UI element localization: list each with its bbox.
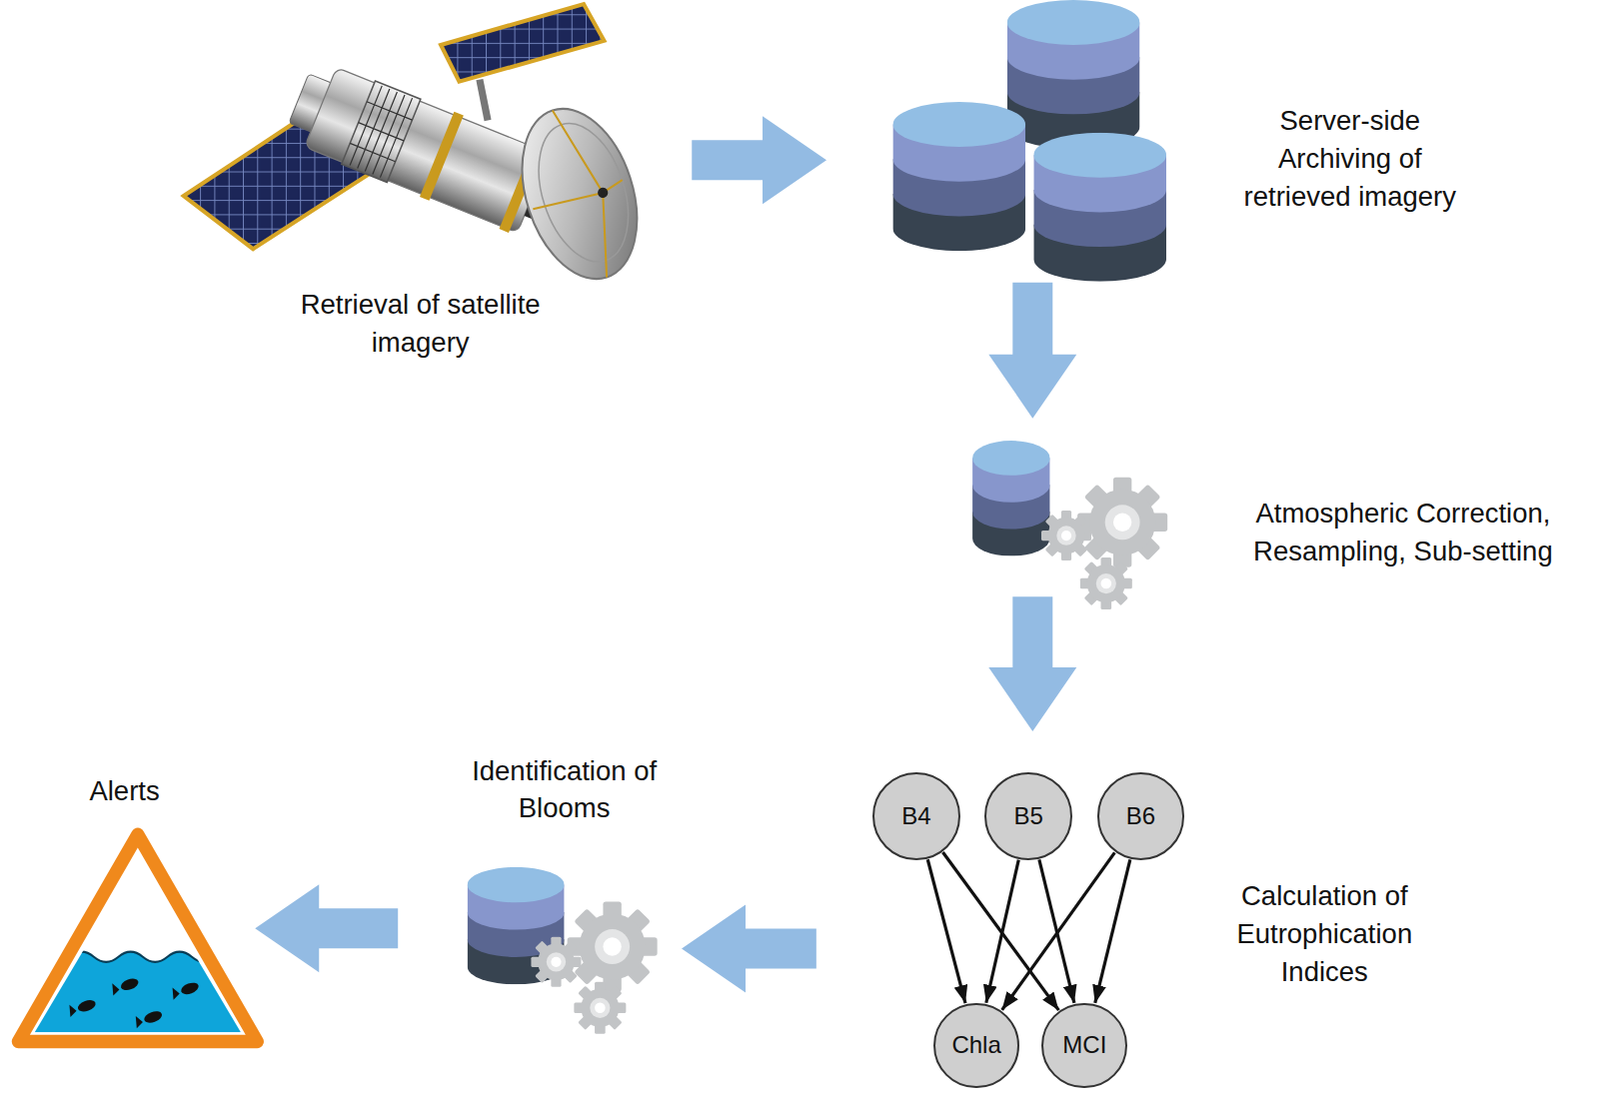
gold-ring <box>419 111 464 201</box>
antenna-dish <box>522 111 645 273</box>
step-caption: Calculation of Eutrophication Indices <box>1202 877 1448 992</box>
index-arrow <box>986 860 1019 1004</box>
flow-arrow <box>988 596 1077 732</box>
step-caption: Retrieval of satellite imagery <box>292 285 548 362</box>
band-circle: B4 <box>872 772 961 861</box>
alert-icon <box>17 834 265 1042</box>
flow-arrow <box>254 884 398 973</box>
server-icon <box>892 0 1167 282</box>
water <box>19 952 265 1042</box>
circle-label: MCI <box>1062 1032 1107 1059</box>
index-arrow <box>942 852 1059 1011</box>
identification-step: Identification of Blooms <box>464 867 659 1036</box>
flow-arrow <box>681 905 817 994</box>
satellite-step: Retrieval of satellite imagery <box>183 0 664 276</box>
band-circle: B5 <box>984 772 1073 861</box>
index-circle: MCI <box>1041 1003 1128 1090</box>
antenna-feed <box>505 96 650 293</box>
index-circle: Chla <box>933 1003 1020 1090</box>
database-cylinder <box>1007 0 1141 149</box>
circle-label: B4 <box>901 803 931 830</box>
archive-step: Server-side Archiving of retrieved image… <box>887 0 1169 281</box>
circle-label: Chla <box>951 1032 1001 1059</box>
band-circle: B6 <box>1097 772 1186 861</box>
flow-arrow <box>691 115 827 204</box>
database-cylinder <box>892 101 1026 251</box>
gear <box>1080 557 1133 610</box>
database-cylinder <box>1033 132 1167 282</box>
fish <box>68 976 200 1029</box>
solar-panel <box>440 3 604 82</box>
identification-icon <box>467 867 658 1035</box>
satellite-icon <box>183 3 658 294</box>
step-caption: Atmospheric Correction, Resampling, Sub-… <box>1227 494 1580 571</box>
processing-icon <box>972 440 1168 610</box>
gear <box>530 937 581 988</box>
satellite-grid <box>342 82 421 181</box>
antenna-dish <box>501 93 657 294</box>
satellite-band <box>341 80 421 183</box>
gear <box>1077 477 1168 568</box>
circle-label: B5 <box>1014 803 1044 830</box>
step-caption: Server-side Archiving of retrieved image… <box>1222 101 1478 216</box>
gear <box>1041 510 1092 561</box>
gear <box>573 982 626 1035</box>
index-arrow <box>1095 859 1131 1003</box>
gear <box>567 902 658 993</box>
step-caption: Identification of Blooms <box>436 752 692 829</box>
flow-arrow <box>988 282 1077 419</box>
processing-step: Atmospheric Correction, Resampling, Sub-… <box>969 438 1164 602</box>
step-caption: Alerts <box>42 772 206 811</box>
circle-label: B6 <box>1126 803 1156 830</box>
indices-group: Calculation of Eutrophication IndicesB4B… <box>872 772 1185 1092</box>
antenna-feed <box>596 185 610 199</box>
satellite-body <box>304 67 550 234</box>
alert-step: Alerts <box>9 821 265 1052</box>
index-arrow <box>927 859 966 1004</box>
panel-rod <box>479 79 488 121</box>
database-cylinder <box>972 440 1051 556</box>
